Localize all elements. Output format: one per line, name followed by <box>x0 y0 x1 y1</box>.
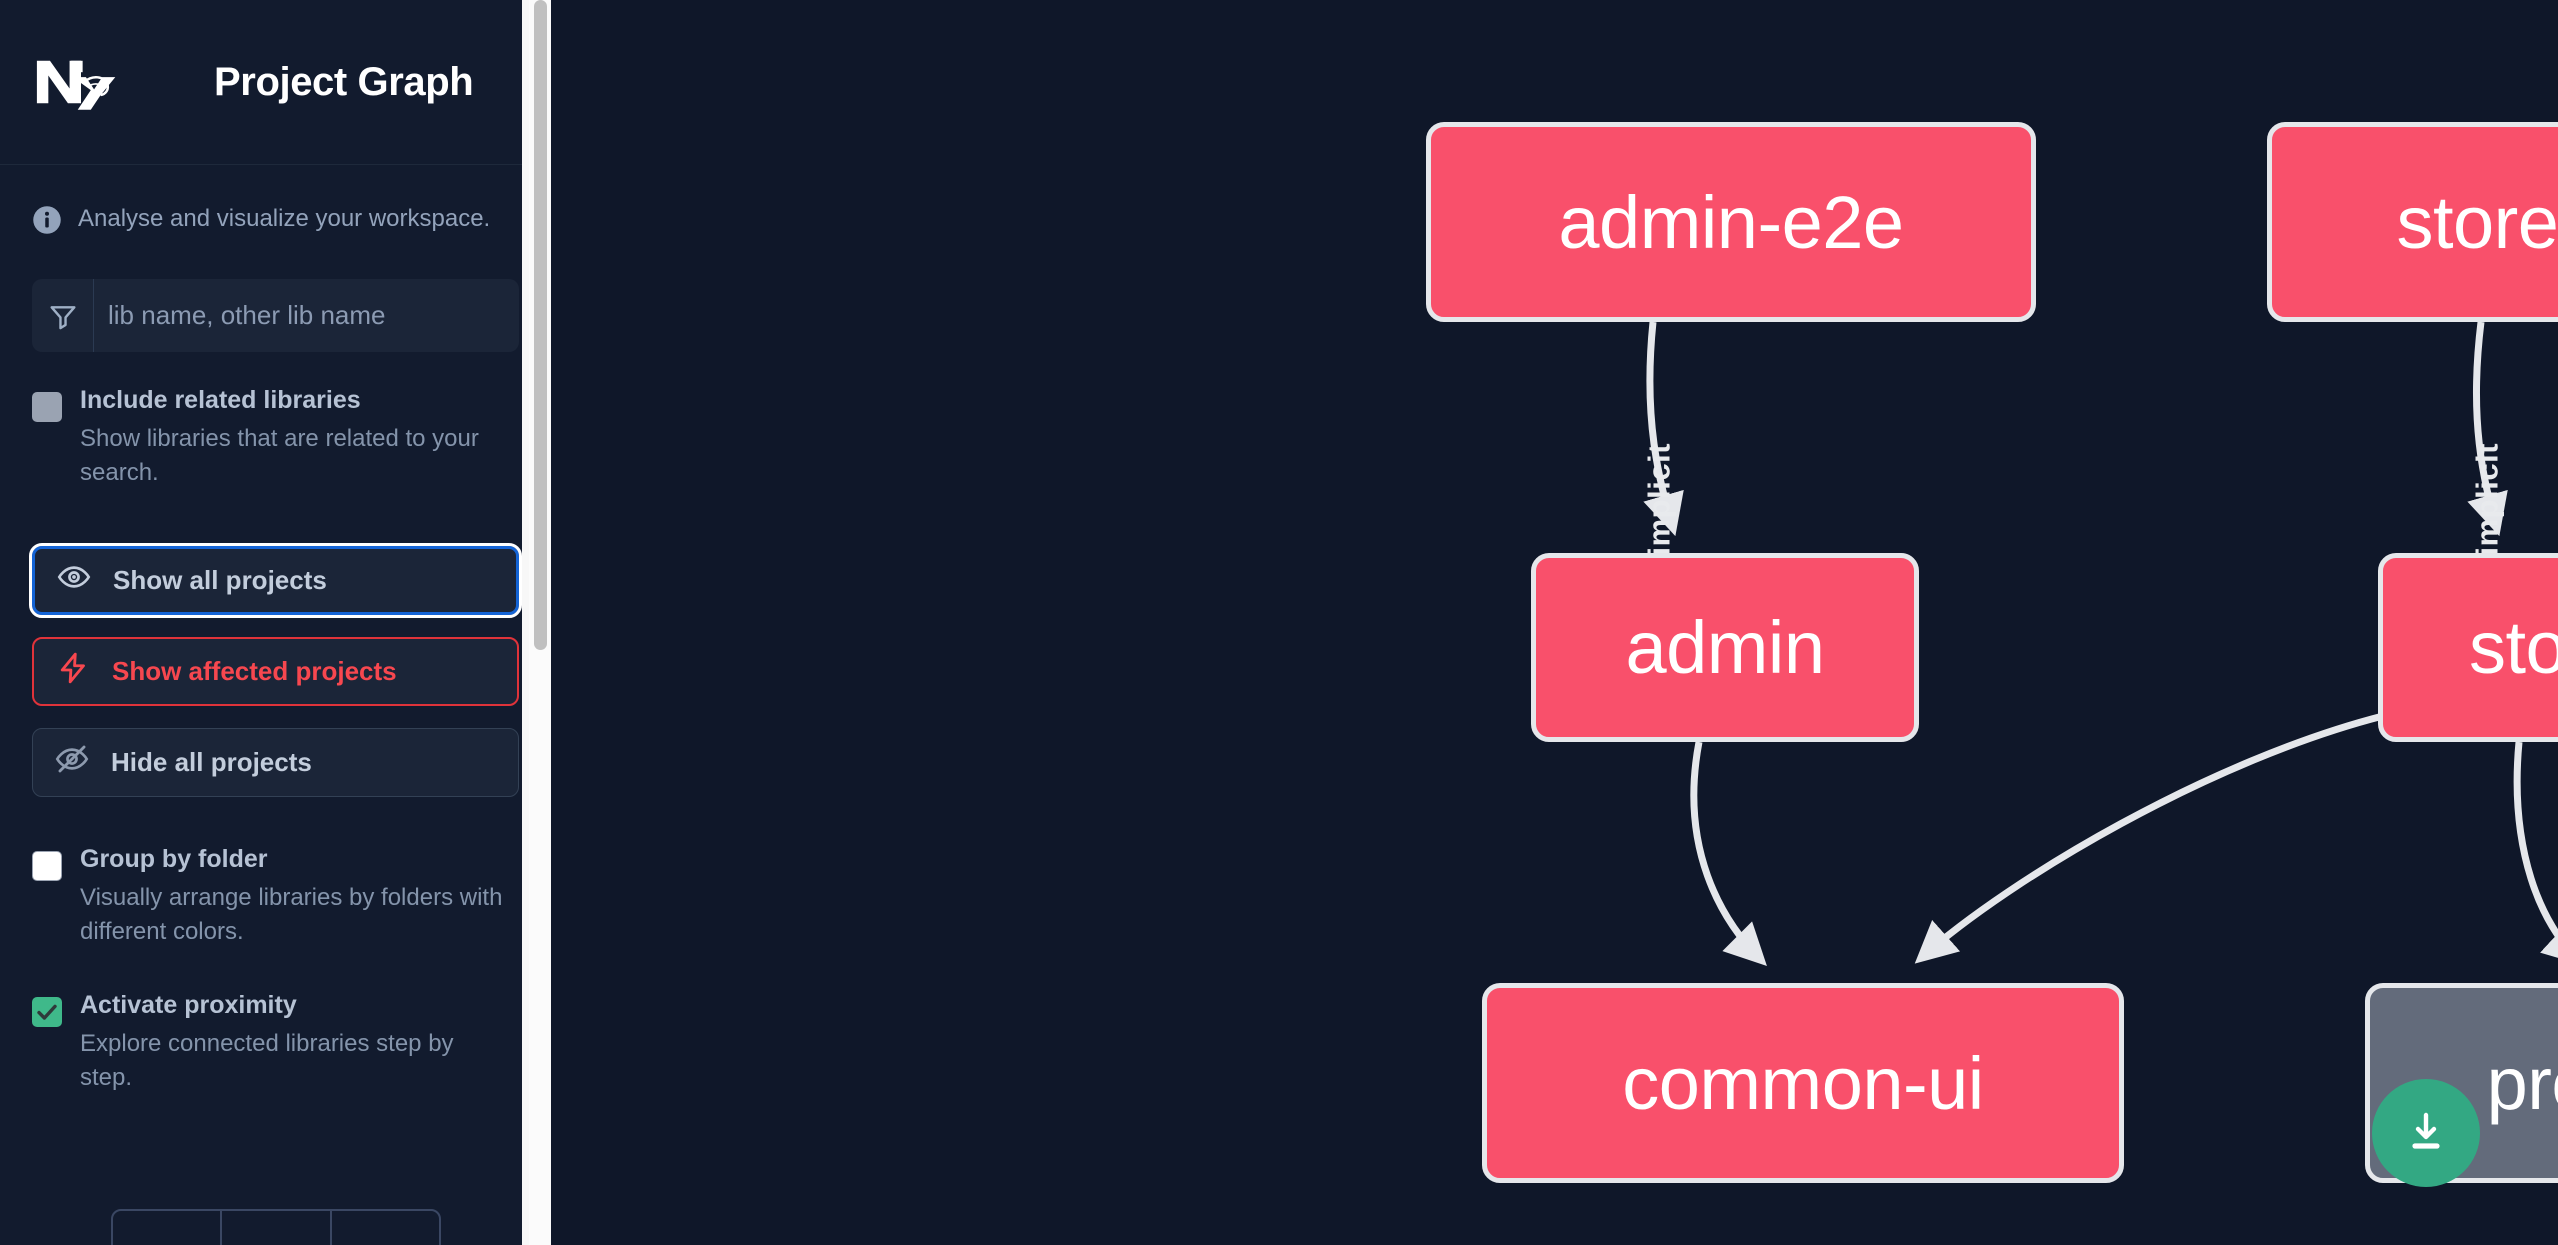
option-activate-proximity[interactable]: Activate proximity Explore connected lib… <box>0 991 551 1095</box>
checkbox-include-related-libraries[interactable] <box>32 392 62 423</box>
checkbox-activate-proximity[interactable] <box>32 997 62 1028</box>
graph-node-store-e2e[interactable]: store-e2e <box>2267 122 2558 322</box>
node-label: admin <box>1625 606 1825 689</box>
scrollbar-thumb[interactable] <box>534 0 547 650</box>
graph-node-common-ui[interactable]: common-ui <box>1482 983 2124 1183</box>
show-all-projects-label: Show all projects <box>113 565 327 596</box>
show-affected-projects-button[interactable]: Show affected projects <box>32 637 519 707</box>
segment-3[interactable] <box>332 1211 439 1245</box>
nx-logo <box>32 51 130 113</box>
page-title: Project Graph <box>214 59 474 104</box>
node-label: common-ui <box>1622 1041 1984 1125</box>
filter-icon <box>32 279 94 353</box>
workspace-note-text: Analyse and visualize your workspace. <box>78 205 491 232</box>
edge-label-implicit-store: implicit <box>2469 443 2505 556</box>
search-input[interactable] <box>94 279 519 353</box>
option-label: Include related libraries <box>80 386 361 415</box>
graph-canvas[interactable]: implicit implicit admin-e2e store-e2e ad… <box>551 0 2558 1245</box>
info-icon <box>32 205 62 235</box>
sidebar-scrollbar[interactable] <box>529 0 551 1245</box>
option-description: Explore connected libraries step by step… <box>80 1029 454 1092</box>
sidebar-header: Project Graph <box>0 0 551 165</box>
node-label: store <box>2468 606 2558 689</box>
option-include-related-libraries[interactable]: Include related libraries Show libraries… <box>0 386 551 490</box>
option-label: Group by folder <box>80 845 268 874</box>
edge-store-to-products <box>2513 741 2558 966</box>
option-description: Visually arrange libraries by folders wi… <box>80 884 503 946</box>
sidebar: Project Graph Analyse and visualize your… <box>0 0 551 1245</box>
option-group-by-folder[interactable]: Group by folder Visually arrange librari… <box>0 845 551 949</box>
graph-node-admin-e2e[interactable]: admin-e2e <box>1426 122 2036 322</box>
hide-all-projects-label: Hide all projects <box>111 747 312 778</box>
show-affected-projects-label: Show affected projects <box>112 656 397 687</box>
scrollbar-gutter <box>522 0 529 1245</box>
workspace-note: Analyse and visualize your workspace. <box>0 165 551 235</box>
layout-segmented-control[interactable] <box>111 1209 441 1245</box>
checkbox-group-by-folder[interactable] <box>32 851 62 882</box>
option-label: Activate proximity <box>80 991 297 1020</box>
node-label: products <box>2486 1041 2558 1125</box>
edge-store-to-common-ui <box>1914 712 2384 964</box>
projects-button-group: Show all projects Show affected projects <box>29 543 522 798</box>
graph-node-store[interactable]: store <box>2378 553 2558 742</box>
option-description: Show libraries that are related to your … <box>80 425 479 487</box>
download-icon <box>2402 1108 2450 1159</box>
node-label: store-e2e <box>2396 180 2558 264</box>
download-button[interactable] <box>2372 1079 2480 1187</box>
eye-icon <box>57 560 91 601</box>
search-bar <box>32 279 519 353</box>
hide-all-projects-button[interactable]: Hide all projects <box>32 728 519 798</box>
segment-1[interactable] <box>113 1211 223 1245</box>
edge-admin-to-common-ui <box>1690 741 1767 966</box>
graph-node-admin[interactable]: admin <box>1531 553 1919 742</box>
eye-off-icon <box>55 742 89 783</box>
segment-2[interactable] <box>222 1211 332 1245</box>
node-label: admin-e2e <box>1558 180 1904 264</box>
lightning-icon <box>56 651 90 692</box>
edge-label-implicit-admin: implicit <box>1641 443 1677 556</box>
show-all-projects-button[interactable]: Show all projects <box>29 543 522 619</box>
